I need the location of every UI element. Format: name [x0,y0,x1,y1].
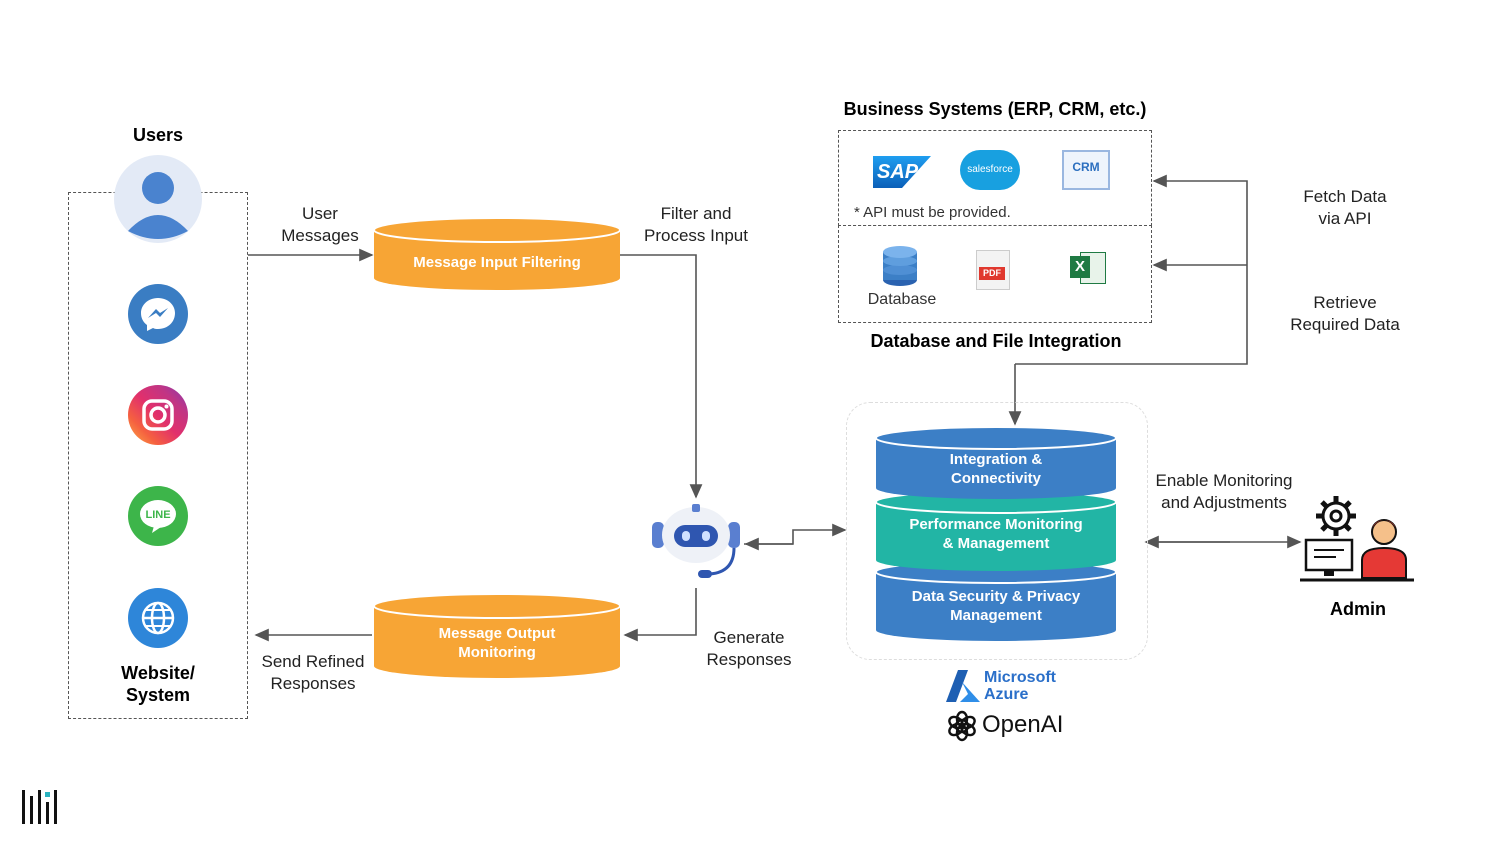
filter-process-label: Filter and Process Input [628,203,764,247]
message-input-filtering-cylinder: Message Input Filtering [373,217,621,290]
database-file-panel [838,225,1152,323]
stack-layer3-line1: Data Security & Privacy [912,588,1081,605]
generate-line2: Responses [706,650,792,669]
ms-line1: Microsoft [984,669,1056,686]
database-icon [883,246,917,286]
messenger-icon[interactable] [128,284,188,344]
salesforce-text: salesforce [967,164,1013,175]
user-messages-line1: User [302,204,338,223]
ms-line2: Azure [984,686,1029,703]
send-line2: Responses [270,674,356,693]
generate-responses-label: Generate Responses [694,627,804,671]
user-messages-label: User Messages [270,203,370,247]
website-label-line1: Website/ [121,663,195,683]
admin-label: Admin [1330,599,1386,619]
user-messages-line2: Messages [281,226,359,245]
filter-line1: Filter and [660,204,732,223]
company-logo-icon [22,790,57,824]
send-refined-label: Send Refined Responses [254,651,372,695]
pdf-badge: PDF [979,267,1005,280]
line-icon[interactable]: LINE [128,486,188,546]
openai-logo-icon [948,710,976,742]
generate-line1: Generate [713,628,785,647]
business-systems-title: Business Systems (ERP, CRM, etc.) [843,99,1147,119]
svg-text:LINE: LINE [145,509,170,521]
fetch-data-label: Fetch Data via API [1280,186,1410,230]
stack-layer1-line2: Connectivity [951,470,1042,487]
fetch-line1: Fetch Data [1303,187,1387,206]
stack-layer1-line1: Integration & [950,451,1043,468]
azure-logo-icon [946,670,980,702]
website-label-line2: System [125,685,191,705]
message-output-monitoring-cylinder: Message Output Monitoring [373,593,621,678]
stack-layer2-line2: & Management [943,535,1050,552]
database-label: Database [867,291,937,308]
database-file-title: Database and File Integration [870,331,1122,351]
filter-line2: Process Input [644,226,748,245]
instagram-icon[interactable] [128,385,188,445]
message-input-filtering-label: Message Input Filtering [413,254,581,271]
chatbot-robot-icon [652,504,740,578]
user-avatar-icon [114,155,202,243]
crm-logo-icon: CRM [1062,150,1110,190]
website-system-label: Website/ System [98,662,218,706]
admin-workstation-icon [1300,496,1414,582]
enable-line1: Enable Monitoring [1155,471,1293,490]
message-output-label-line1: Message Output [439,625,556,642]
globe-icon[interactable] [128,588,188,648]
stack-layer2-line1: Performance Monitoring [909,516,1082,533]
enable-monitoring-label: Enable Monitoring and Adjustments [1136,470,1312,514]
ai-platform-panel [846,402,1148,660]
stack-layer3-line2: Management [950,607,1042,624]
send-line1: Send Refined [261,652,365,671]
fetch-line2: via API [1318,209,1372,228]
ai-service-stack: Integration & Connectivity Performance M… [875,426,1117,641]
excel-file-icon: X [1070,250,1106,286]
enable-line2: and Adjustments [1161,493,1287,512]
excel-badge: X [1070,256,1090,278]
crm-text: CRM [1072,160,1100,174]
microsoft-azure-label: Microsoft Azure [984,669,1056,703]
pdf-file-icon: PDF [976,250,1010,290]
retrieve-data-label: Retrieve Required Data [1270,292,1420,336]
api-note: * API must be provided. [854,204,1011,221]
message-output-label-line2: Monitoring [458,644,535,661]
salesforce-logo-icon: salesforce [960,150,1020,190]
sap-text: SAP [877,161,919,183]
retrieve-line2: Required Data [1290,315,1400,334]
openai-label: OpenAI [982,711,1064,738]
users-title: Users [132,125,184,145]
retrieve-line1: Retrieve [1313,293,1377,312]
